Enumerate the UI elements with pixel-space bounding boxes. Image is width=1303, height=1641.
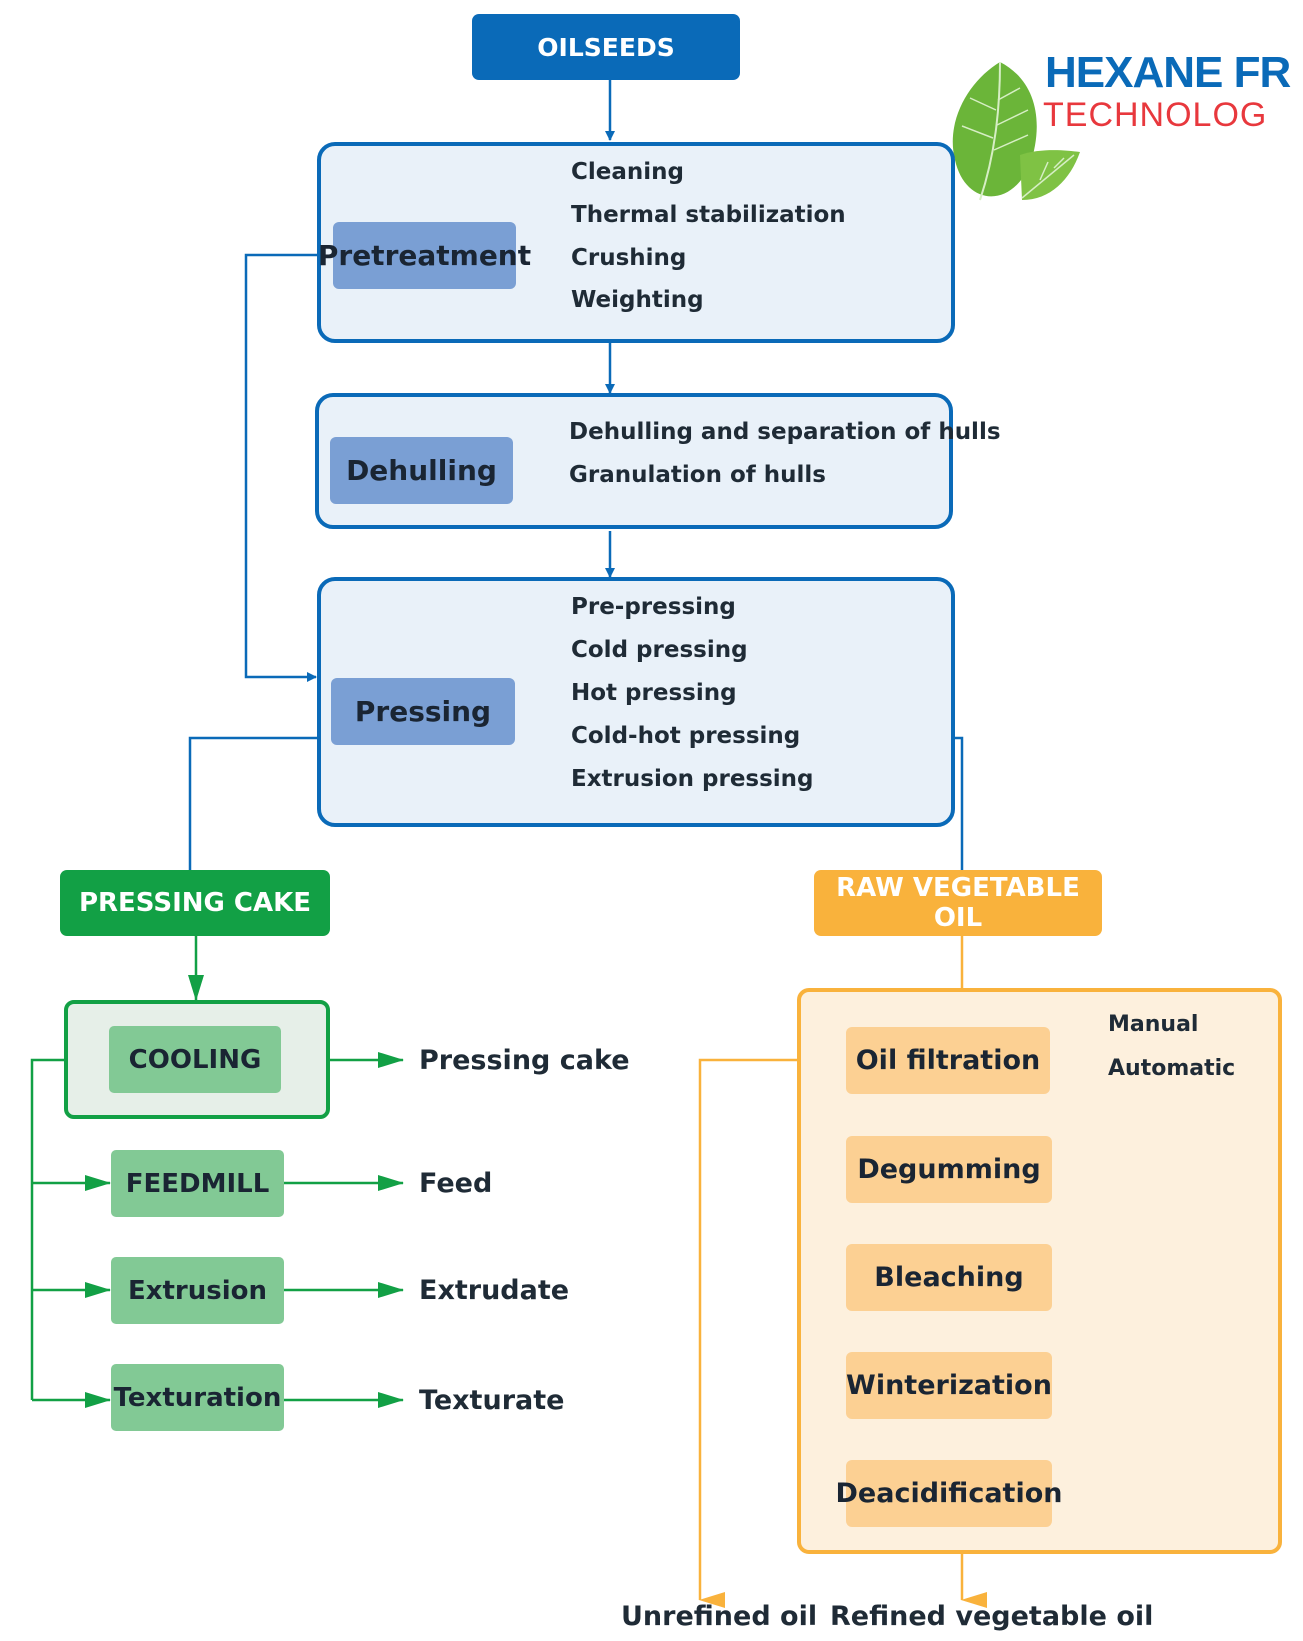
pretreatment-item: Crushing bbox=[571, 245, 687, 271]
pressing-chip: Pressing bbox=[331, 678, 515, 745]
extrusion-chip: Extrusion bbox=[111, 1257, 284, 1324]
pressing-item: Pre-pressing bbox=[571, 594, 736, 620]
arrow-bypass-to-pressing bbox=[244, 253, 319, 682]
output-pressing-cake: Pressing cake bbox=[419, 1044, 630, 1076]
pretreatment-item: Cleaning bbox=[571, 159, 684, 185]
filtration-mode: Automatic bbox=[1108, 1055, 1236, 1081]
pretreatment-chip: Pretreatment bbox=[318, 222, 531, 289]
output-texturate: Texturate bbox=[419, 1384, 565, 1416]
feedmill-chip: FEEDMILL bbox=[111, 1150, 284, 1217]
logo-subtitle: TECHNOLOG bbox=[1043, 96, 1268, 134]
logo-title: HEXANE FR bbox=[1045, 48, 1291, 97]
output-extrudate: Extrudate bbox=[419, 1274, 570, 1306]
output-unrefined-oil: Unrefined oil bbox=[621, 1600, 818, 1632]
pressing-cake-header: PRESSING CAKE bbox=[60, 870, 330, 936]
oil-filtration-chip: Oil filtration bbox=[846, 1027, 1050, 1094]
pressing-item: Cold-hot pressing bbox=[571, 723, 801, 749]
pressing-item: Hot pressing bbox=[571, 680, 737, 706]
leaf-icon bbox=[952, 61, 1080, 201]
output-refined-oil: Refined vegetable oil bbox=[830, 1600, 1154, 1632]
dehulling-item: Dehulling and separation of hulls bbox=[569, 419, 1001, 445]
pretreatment-item: Weighting bbox=[571, 287, 704, 313]
degumming-chip: Degumming bbox=[846, 1136, 1052, 1203]
cooling-chip: COOLING bbox=[109, 1026, 281, 1093]
bleaching-chip: Bleaching bbox=[846, 1244, 1052, 1311]
texturation-chip: Texturation bbox=[111, 1364, 284, 1431]
deacidification-chip: Deacidification bbox=[836, 1460, 1062, 1527]
oilseeds-header: OILSEEDS bbox=[472, 14, 740, 80]
pressing-item: Cold pressing bbox=[571, 637, 748, 663]
dehulling-item: Granulation of hulls bbox=[569, 462, 826, 488]
company-logo: HEXANE FR TECHNOLOG bbox=[940, 40, 1303, 215]
output-feed: Feed bbox=[419, 1167, 493, 1199]
winterization-chip: Winterization bbox=[846, 1352, 1052, 1419]
pretreatment-item: Thermal stabilization bbox=[571, 202, 846, 228]
dehulling-chip: Dehulling bbox=[330, 437, 513, 504]
raw-oil-header: RAW VEGETABLE OIL bbox=[814, 870, 1102, 936]
pressing-item: Extrusion pressing bbox=[571, 766, 814, 792]
filtration-mode: Manual bbox=[1108, 1011, 1199, 1037]
